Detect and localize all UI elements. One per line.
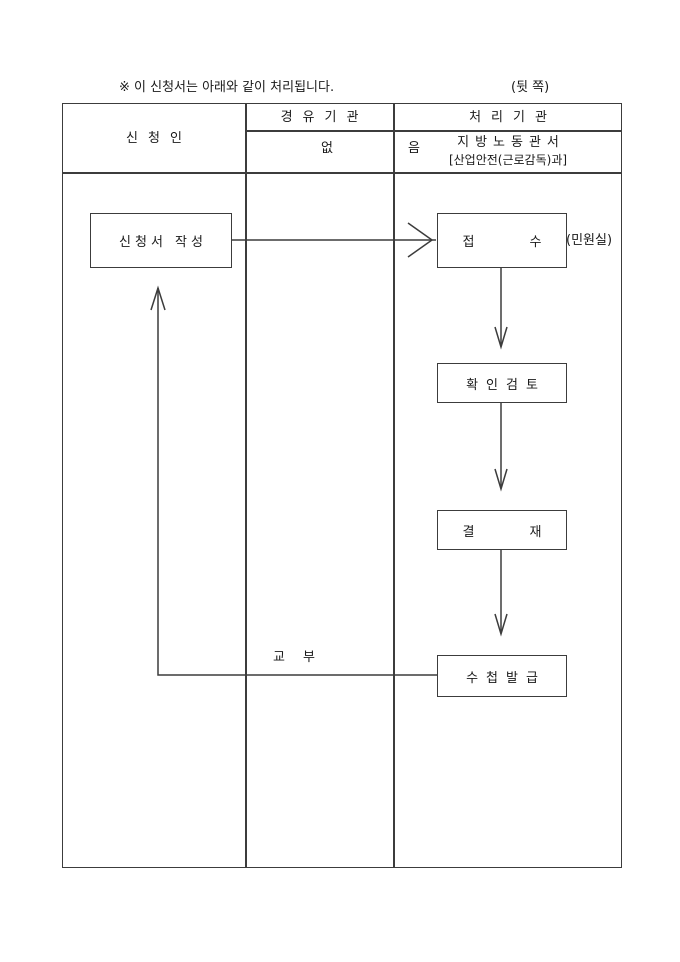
flow-box-receipt-label: 접수 xyxy=(462,235,597,250)
processing-note: ※ 이 신청서는 아래와 같이 처리됩니다. xyxy=(119,80,335,95)
flow-box-review-label: 확인검토 xyxy=(466,377,546,393)
flow-box-write-application: 신청서 작성 xyxy=(90,213,232,268)
flow-box-receipt: 접수 xyxy=(437,213,567,268)
delivery-label: 교부 xyxy=(273,650,333,665)
arrowhead-up-icon xyxy=(150,285,166,311)
processing-department: [산업안전(근로감독)과] xyxy=(448,153,568,167)
arrowhead-down-icon xyxy=(494,613,508,637)
arrow-issue-to-applicant xyxy=(157,288,437,676)
header-sub-divider xyxy=(245,130,622,132)
arrowhead-down-icon xyxy=(494,326,508,350)
col-header-via-agency: 경유기관 xyxy=(280,110,369,125)
processing-office: 지방노동관서 xyxy=(457,135,565,150)
flow-box-approval-label: 결재 xyxy=(462,524,597,540)
column-divider-via-processing xyxy=(393,103,395,868)
flow-box-issue-handbook-label: 수첩발급 xyxy=(466,670,546,686)
flow-box-approval: 결재 xyxy=(437,510,567,550)
col-header-processing-agency: 처리기관 xyxy=(469,110,557,125)
col-header-applicant: 신청인 xyxy=(126,131,192,146)
page-side-label: (뒷 쪽) xyxy=(511,80,550,95)
flow-box-write-application-label: 신청서 작성 xyxy=(119,235,207,250)
receipt-side-note: (민원실) xyxy=(566,233,613,248)
flow-box-issue-handbook: 수첩발급 xyxy=(437,655,567,697)
via-agency-value: 없음 xyxy=(321,141,495,156)
column-divider-applicant-via xyxy=(245,103,247,868)
header-bottom-divider xyxy=(62,172,622,174)
flow-box-review: 확인검토 xyxy=(437,363,567,403)
arrowhead-down-icon xyxy=(494,468,508,492)
arrowhead-right-icon xyxy=(407,222,434,258)
table-outer-border xyxy=(62,103,622,868)
